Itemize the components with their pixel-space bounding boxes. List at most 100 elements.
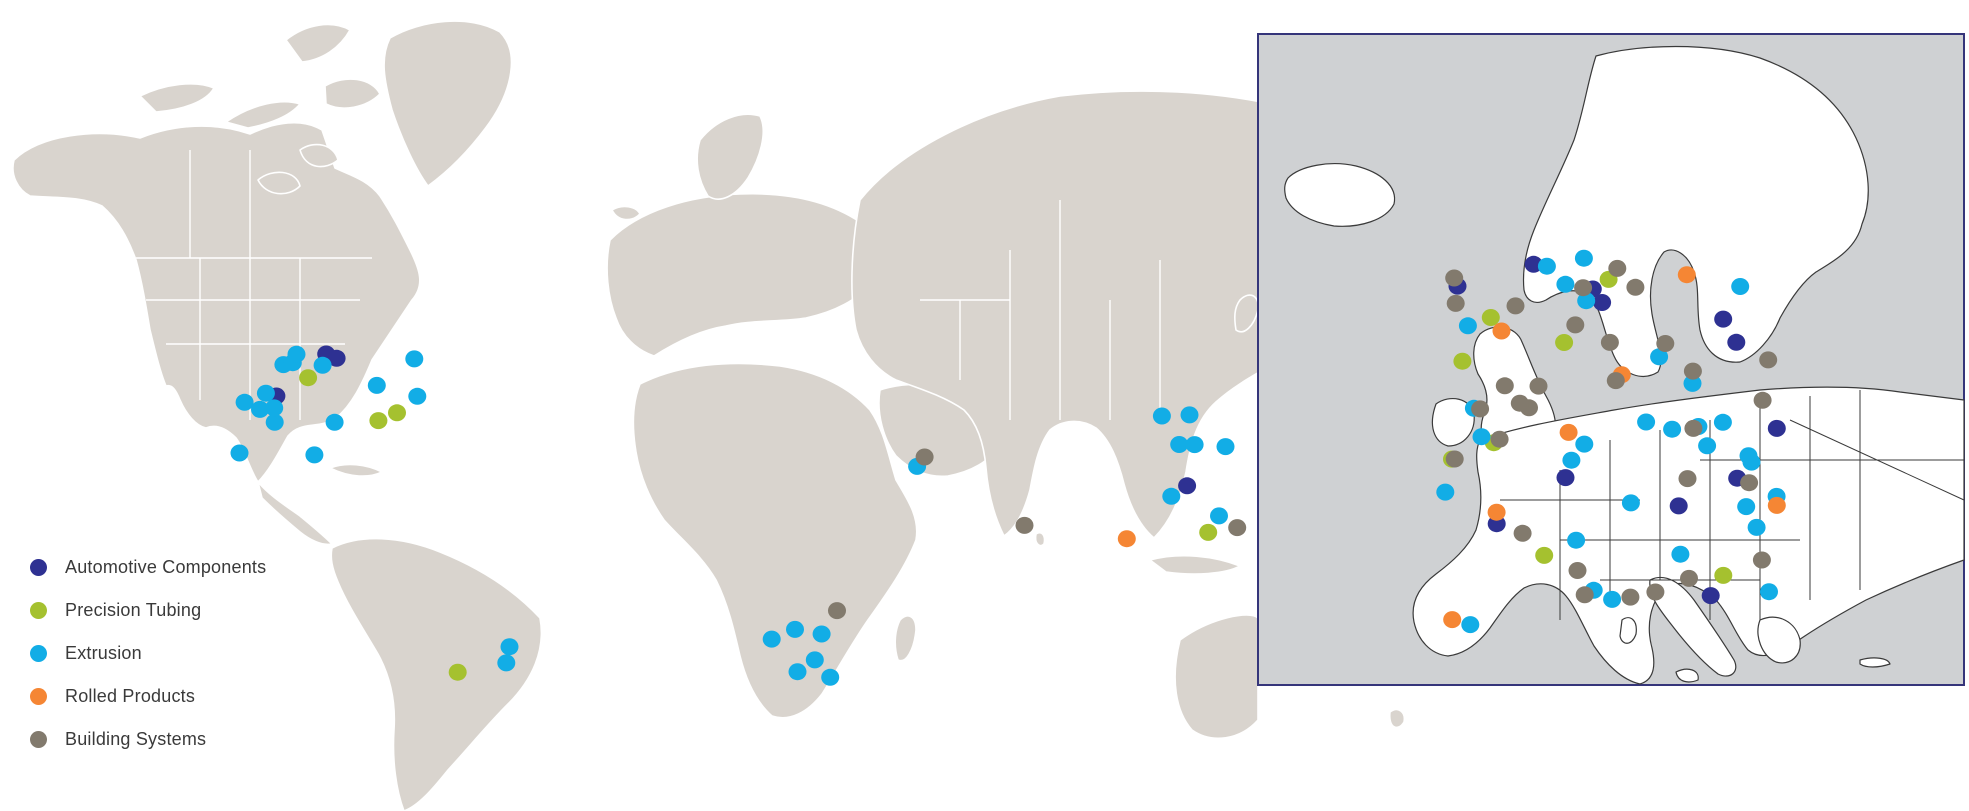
facility-marker-extrusion xyxy=(1185,436,1204,454)
facility-marker-rolled xyxy=(1117,530,1136,548)
legend-marker-dot xyxy=(30,645,47,662)
facility-marker-extrusion xyxy=(367,376,386,394)
facility-marker-extrusion xyxy=(1562,451,1581,469)
facility-marker-building xyxy=(1656,335,1675,352)
facility-marker-extrusion xyxy=(500,638,519,656)
facility-marker-building xyxy=(828,602,846,620)
facility-marker-extrusion xyxy=(265,413,284,431)
facility-marker-building xyxy=(1506,297,1525,315)
facility-marker-tubing xyxy=(448,663,467,681)
greenland-landmass xyxy=(383,20,513,187)
facility-marker-extrusion xyxy=(1621,494,1640,512)
facility-marker-building xyxy=(1510,394,1529,412)
facility-marker-building xyxy=(1566,316,1585,334)
facility-marker-extrusion xyxy=(1170,436,1189,453)
facility-marker-building xyxy=(1752,551,1771,569)
facility-marker-building xyxy=(1575,586,1594,604)
facility-marker-extrusion xyxy=(1637,413,1656,431)
facility-marker-extrusion xyxy=(805,651,824,669)
facility-marker-extrusion xyxy=(1742,453,1761,471)
facility-marker-tubing xyxy=(299,369,318,387)
europe-west-landmass xyxy=(606,192,880,357)
facility-marker-rolled xyxy=(1767,496,1786,514)
facility-marker-building xyxy=(1680,569,1698,587)
legend-label: Automotive Components xyxy=(65,557,267,577)
facility-marker-extrusion xyxy=(1537,257,1556,275)
facility-marker-building xyxy=(1471,400,1490,418)
facility-marker-tubing xyxy=(1199,523,1218,541)
facility-marker-extrusion xyxy=(1747,518,1766,536)
facility-marker-extrusion xyxy=(1461,616,1480,634)
facility-marker-extrusion xyxy=(1713,413,1732,431)
map-legend: Automotive Components Precision Tubing E… xyxy=(30,546,330,761)
legend-item-rolled: Rolled Products xyxy=(30,675,330,718)
facility-marker-building xyxy=(1228,519,1247,537)
facility-marker-extrusion xyxy=(256,384,275,402)
facility-marker-extrusion xyxy=(305,446,324,464)
legend-marker-dot xyxy=(30,602,47,619)
legend-item-automotive: Automotive Components xyxy=(30,546,330,589)
facility-marker-extrusion xyxy=(1731,278,1750,295)
facility-marker-extrusion xyxy=(762,630,781,648)
facility-marker-extrusion xyxy=(786,620,804,638)
facility-marker-extrusion xyxy=(1577,292,1596,310)
facility-marker-building xyxy=(1740,474,1759,492)
facility-marker-automotive xyxy=(1714,310,1733,328)
australia-landmass xyxy=(1174,614,1259,739)
facility-marker-building xyxy=(1600,333,1619,351)
legend-marker-dot xyxy=(30,731,47,748)
facility-marker-building xyxy=(1759,351,1778,369)
facility-marker-extrusion xyxy=(325,413,344,431)
sardinia-inset xyxy=(1619,617,1637,644)
sri-lanka xyxy=(1034,531,1046,547)
facility-marker-extrusion xyxy=(1472,428,1491,446)
facility-marker-extrusion xyxy=(1574,249,1593,267)
facility-marker-automotive xyxy=(1701,587,1720,605)
asia-landmass xyxy=(851,90,1281,539)
facility-marker-automotive xyxy=(1767,419,1786,437)
facility-marker-building xyxy=(1683,362,1702,380)
facility-marker-tubing xyxy=(1535,546,1554,564)
facility-marker-extrusion xyxy=(1663,420,1682,438)
facility-marker-tubing xyxy=(369,412,388,430)
facility-marker-extrusion xyxy=(405,350,424,368)
facility-marker-extrusion xyxy=(313,356,332,374)
facility-marker-extrusion xyxy=(788,663,807,681)
facility-marker-extrusion xyxy=(1575,435,1594,453)
facility-marker-extrusion xyxy=(235,393,254,411)
facility-marker-automotive xyxy=(1669,497,1688,515)
legend-label: Rolled Products xyxy=(65,686,196,706)
facility-marker-building xyxy=(1529,377,1548,395)
japan xyxy=(1234,294,1260,333)
facility-marker-extrusion xyxy=(497,654,516,672)
continent-inset xyxy=(1412,386,1965,685)
facility-marker-building xyxy=(915,448,934,466)
facility-marker-building xyxy=(1684,419,1703,437)
facility-marker-rolled xyxy=(1443,611,1462,629)
facility-marker-building xyxy=(1574,279,1593,297)
facility-marker-building xyxy=(1621,588,1640,606)
greece-inset xyxy=(1757,616,1801,664)
facility-marker-extrusion xyxy=(251,400,269,418)
facility-marker-extrusion xyxy=(1650,348,1669,366)
facility-marker-tubing xyxy=(1453,352,1472,370)
africa-landmass xyxy=(632,362,918,719)
facility-marker-automotive xyxy=(1524,255,1543,273)
facility-marker-extrusion xyxy=(1152,407,1171,425)
facility-marker-automotive xyxy=(1556,469,1575,487)
legend-label: Precision Tubing xyxy=(65,600,202,620)
iceland-inset xyxy=(1284,163,1396,227)
facility-marker-building xyxy=(1446,294,1465,312)
new-zealand xyxy=(1388,708,1406,729)
italy-inset xyxy=(1649,576,1737,677)
facility-marker-rolled xyxy=(1487,503,1506,521)
iceland-world xyxy=(611,205,641,221)
scandinavia-inset xyxy=(1522,45,1869,377)
legend-label: Building Systems xyxy=(65,729,207,749)
madagascar xyxy=(894,615,917,662)
ireland-inset xyxy=(1431,397,1475,447)
facility-marker-extrusion xyxy=(1436,483,1455,501)
scandinavia-world xyxy=(696,113,764,200)
facility-marker-extrusion xyxy=(1162,487,1181,505)
